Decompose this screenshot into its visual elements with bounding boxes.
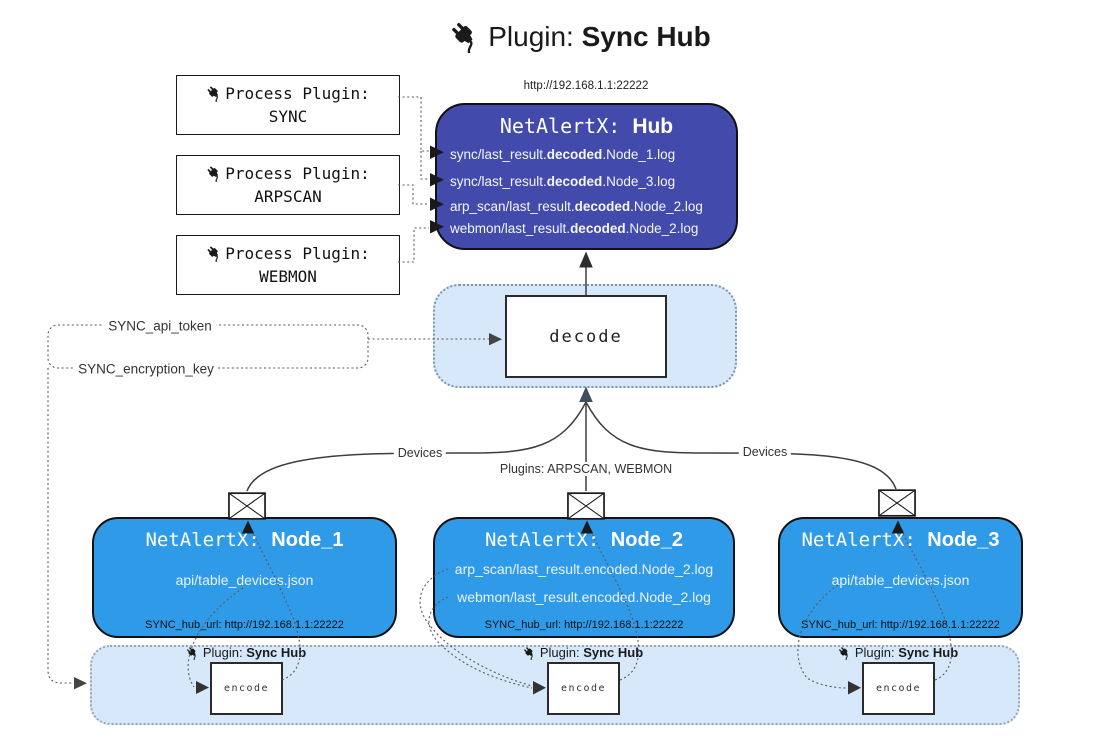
plug-icon [206,245,223,262]
title-prefix: Plugin: [488,20,582,52]
encode3-plugin-label: Plugin: Sync Hub [838,645,958,660]
arrowhead-into-hub [579,251,593,268]
node2-title: NetAlertX: Node_2 [484,529,684,551]
hub-log-line: webmon/last_result.decoded.Node_2.log [450,221,699,236]
process-plugin-sync-box: Process Plugin: SYNC [176,75,400,135]
encode1-plugin-label: Plugin: Sync Hub [186,645,306,660]
title-name: Sync Hub [581,20,711,52]
encode-label: encode [875,683,922,694]
hub-title: NetAlertX: Hub [499,114,674,138]
edge-sync-to-hub-line2 [420,151,429,180]
plug-icon [206,165,223,182]
plug-icon [523,646,537,660]
edge-label-devices-right: Devices [738,445,792,459]
node1-title: NetAlertX: Node_1 [145,529,344,551]
node3-title: NetAlertX: Node_3 [801,529,1000,551]
encode2-plugin-label: Plugin: Sync Hub [523,645,643,660]
node2-box: NetAlertX: Node_2 arp_scan/last_result.e… [433,517,735,638]
hub-log-line: arp_scan/last_result.decoded.Node_2.log [450,198,703,214]
hub-log-line: sync/last_result.decoded.Node_3.log [450,174,676,189]
edge-label-devices-left: Devices [393,446,447,460]
node3-hub-url: SYNC_hub_url: http://192.168.1.1:22222 [801,619,1000,631]
plug-icon [206,85,223,102]
node1-box: NetAlertX: Node_1 api/table_devices.json… [92,517,397,638]
hub-url-label: http://192.168.1.1:22222 [523,80,649,92]
process-plugin-name: ARPSCAN [254,187,322,206]
process-plugin-label: Process Plugin: [225,83,370,103]
node1-hub-url: SYNC_hub_url: http://192.168.1.1:22222 [145,619,344,631]
edge-webmon-to-hub [398,227,429,263]
edge-config-to-encode-bar [47,368,74,684]
page-title: Plugin: Sync Hub [449,20,711,53]
plug-icon [186,646,200,660]
process-plugin-label: Process Plugin: [225,243,370,263]
plug-icon [838,646,852,660]
hub-box: NetAlertX: Hub sync/last_result.decoded.… [435,103,738,250]
envelope-icon [228,492,266,520]
node1-data-line: api/table_devices.json [175,572,314,588]
envelope-icon [567,492,605,520]
edge-label-plugins-mid: Plugins: ARPSCAN, WEBMON [495,462,677,476]
arrowhead-into-encode-bar [74,677,87,690]
edge-arpscan-to-hub [398,184,429,205]
encode1-box: encode [210,662,283,715]
node3-box: NetAlertX: Node_3 api/table_devices.json… [778,517,1023,638]
encode-label: encode [223,683,270,694]
edge-sync-to-hub-line1 [398,96,429,152]
process-plugin-name: WEBMON [259,267,317,286]
encode2-box: encode [547,662,620,715]
process-plugin-label: Process Plugin: [225,163,370,183]
node3-data-line: api/table_devices.json [831,572,970,588]
encode-label: encode [560,683,607,694]
process-plugin-webmon-box: Process Plugin: WEBMON [176,235,400,295]
decode-box: decode [505,295,667,378]
sync-api-token-label: SYNC_api_token [104,318,216,334]
sync-encryption-key-label: SYNC_encryption_key [74,361,218,377]
plug-icon [449,20,482,53]
node2-data-line: arp_scan/last_result.encoded.Node_2.log [454,561,714,577]
encode3-box: encode [862,662,935,715]
decode-label: decode [549,326,623,347]
node2-data-line: webmon/last_result.encoded.Node_2.log [457,589,711,605]
arrowhead-into-decode [579,386,593,402]
envelope-icon [878,489,916,517]
node2-hub-url: SYNC_hub_url: http://192.168.1.1:22222 [484,619,684,631]
process-plugin-arpscan-box: Process Plugin: ARPSCAN [176,155,400,215]
process-plugin-name: SYNC [268,107,308,126]
hub-log-line: sync/last_result.decoded.Node_1.log [450,146,676,162]
